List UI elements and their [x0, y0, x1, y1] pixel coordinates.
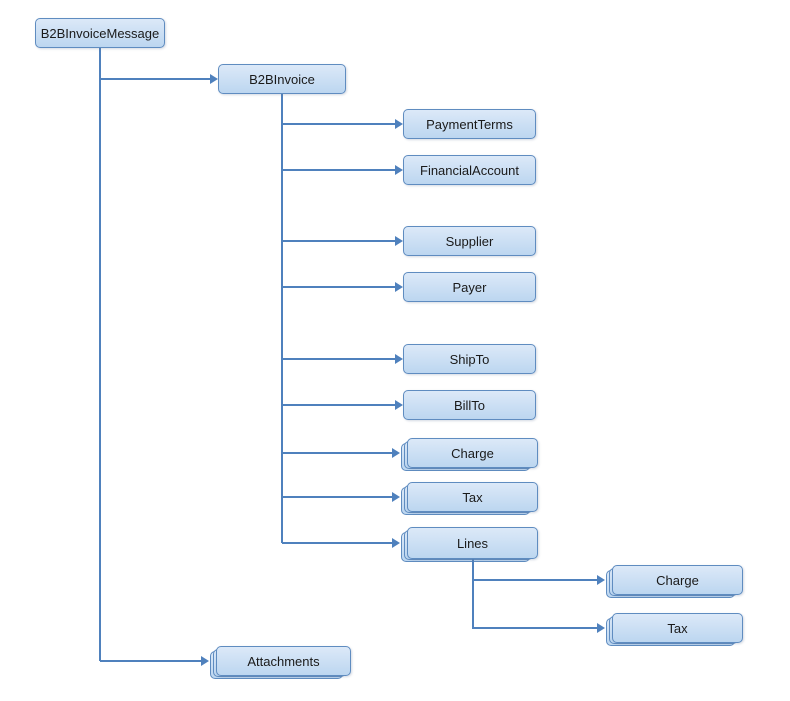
- node-b2binvoice[interactable]: B2BInvoice: [218, 64, 346, 94]
- node-shipto[interactable]: ShipTo: [403, 344, 536, 374]
- connector-root-to-attachments: [100, 660, 201, 662]
- node-label: Charge: [656, 572, 699, 588]
- node-paymentterms[interactable]: PaymentTerms: [403, 109, 536, 139]
- connector-invoice-to-paymentterms: [282, 123, 395, 125]
- arrowhead-attachments-icon: [201, 656, 209, 666]
- connector-invoice-to-shipto: [282, 358, 395, 360]
- arrowhead-supplier-icon: [395, 236, 403, 246]
- node-label: Tax: [667, 620, 688, 636]
- node-billto[interactable]: BillTo: [403, 390, 536, 420]
- arrowhead-payer-icon: [395, 282, 403, 292]
- arrowhead-charge-icon: [392, 448, 400, 458]
- connector-invoice-to-tax: [282, 496, 392, 498]
- arrowhead-lines-charge-icon: [597, 575, 605, 585]
- connector-root-trunk: [99, 48, 101, 661]
- node-payer[interactable]: Payer: [403, 272, 536, 302]
- node-b2binvoicemessage[interactable]: B2BInvoiceMessage: [35, 18, 165, 48]
- node-lines-charge[interactable]: Charge: [606, 565, 743, 598]
- connector-invoice-to-lines: [282, 542, 392, 544]
- arrowhead-financialaccount-icon: [395, 165, 403, 175]
- arrowhead-tax-icon: [392, 492, 400, 502]
- node-label: Payer: [452, 279, 487, 295]
- node-label: Supplier: [445, 233, 494, 249]
- node-label: FinancialAccount: [420, 162, 519, 178]
- connector-lines-trunk: [472, 559, 474, 628]
- node-label: B2BInvoiceMessage: [40, 25, 160, 41]
- arrowhead-paymentterms-icon: [395, 119, 403, 129]
- node-label: Lines: [456, 535, 489, 551]
- arrowhead-billto-icon: [395, 400, 403, 410]
- node-charge[interactable]: Charge: [401, 438, 538, 471]
- connector-invoice-to-financialaccount: [282, 169, 395, 171]
- connector-lines-to-tax: [472, 627, 597, 629]
- node-label: ShipTo: [449, 351, 490, 367]
- node-label: Charge: [451, 445, 494, 461]
- node-label: Attachments: [247, 653, 320, 669]
- node-label: BillTo: [453, 397, 486, 413]
- connector-invoice-to-billto: [282, 404, 395, 406]
- node-lines-tax[interactable]: Tax: [606, 613, 743, 646]
- node-tax[interactable]: Tax: [401, 482, 538, 515]
- connector-root-to-b2binvoice: [100, 78, 210, 80]
- node-label: PaymentTerms: [426, 116, 513, 132]
- arrowhead-shipto-icon: [395, 354, 403, 364]
- node-attachments[interactable]: Attachments: [210, 646, 351, 679]
- node-financialaccount[interactable]: FinancialAccount: [403, 155, 536, 185]
- connector-invoice-to-payer: [282, 286, 395, 288]
- connector-invoice-to-supplier: [282, 240, 395, 242]
- connector-invoice-to-charge: [282, 452, 392, 454]
- arrowhead-lines-icon: [392, 538, 400, 548]
- arrowhead-lines-tax-icon: [597, 623, 605, 633]
- node-label: Tax: [462, 489, 483, 505]
- arrowhead-b2binvoice-icon: [210, 74, 218, 84]
- node-label: B2BInvoice: [249, 71, 315, 87]
- node-lines[interactable]: Lines: [401, 527, 538, 562]
- connector-lines-to-charge: [472, 579, 597, 581]
- node-supplier[interactable]: Supplier: [403, 226, 536, 256]
- connector-invoice-trunk: [281, 94, 283, 543]
